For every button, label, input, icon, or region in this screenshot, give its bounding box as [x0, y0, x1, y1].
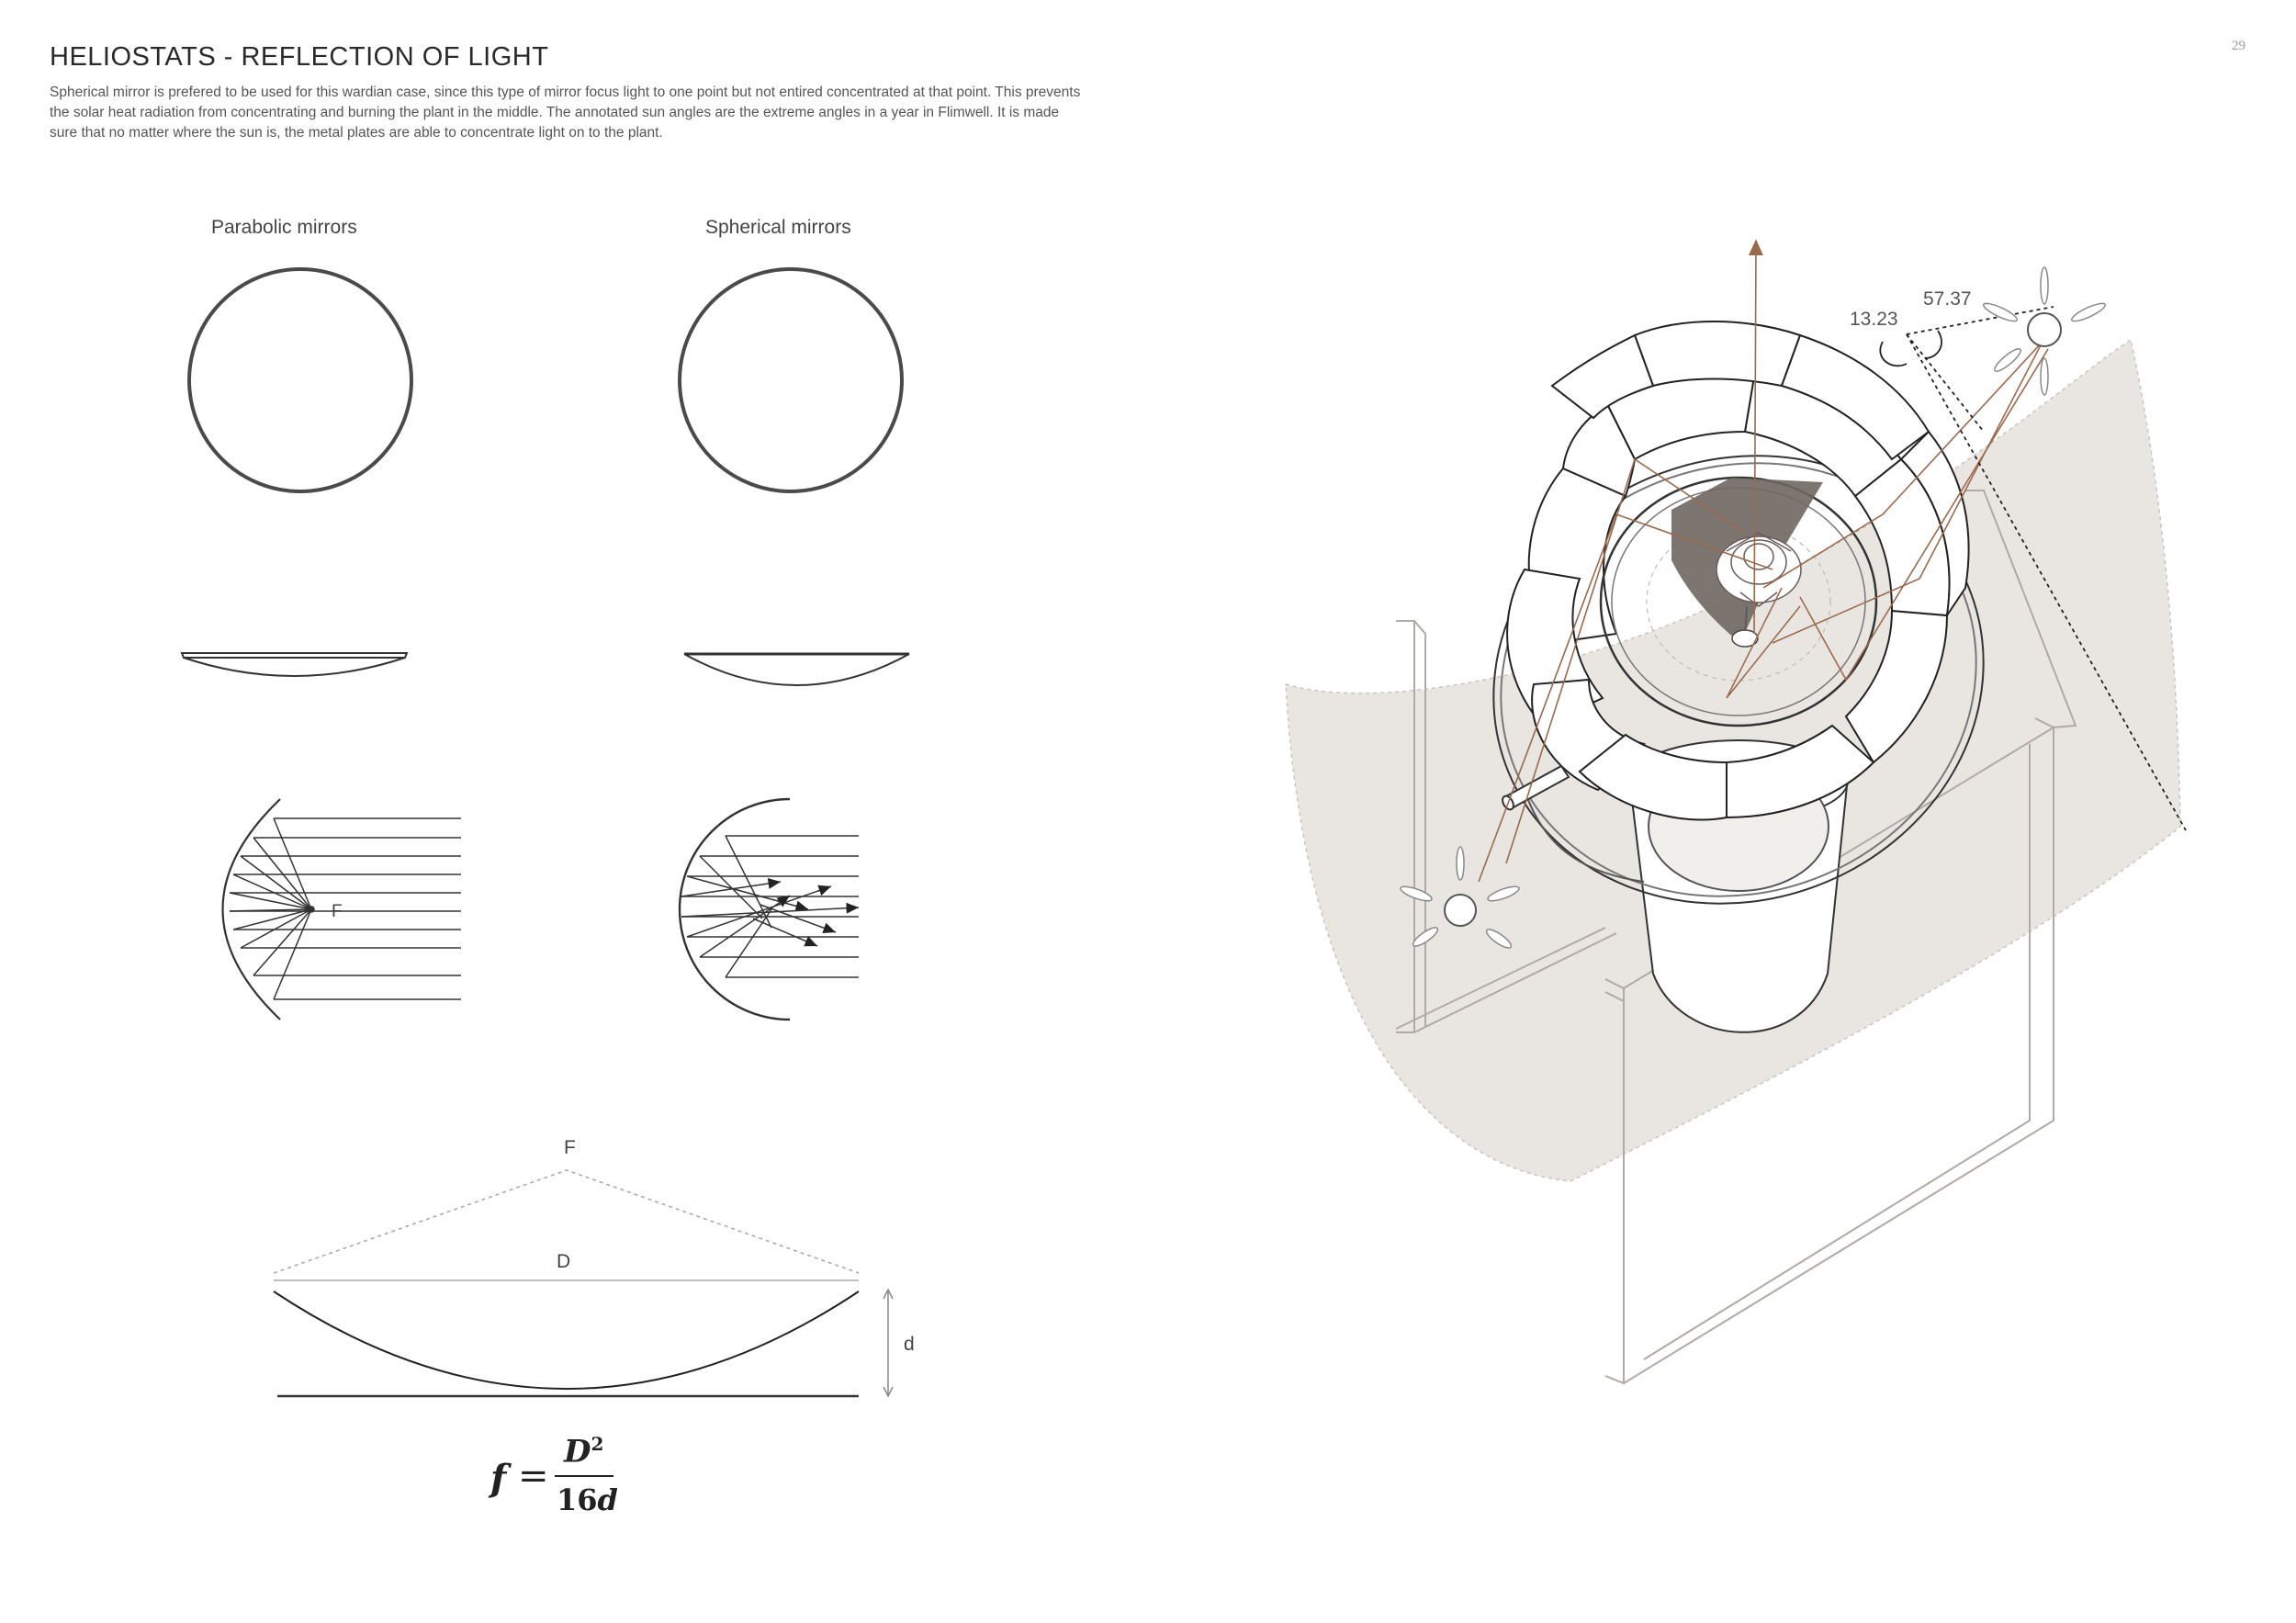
sun-angle-low-label: 13.23: [1850, 309, 1898, 330]
spherical-reflection-diagram: [678, 797, 860, 1021]
sun-angle-high-label: 57.37: [1923, 288, 1972, 310]
page-description: Spherical mirror is prefered to be used …: [50, 85, 1081, 141]
spherical-mirror-side-view: [683, 652, 910, 686]
focus-point-label: F: [564, 1137, 576, 1158]
formula-denominator: 16d: [557, 1482, 618, 1517]
formula-equals: =: [518, 1455, 549, 1497]
focal-geometry-diagram: [273, 1169, 894, 1398]
parabolic-mirror-side-view: [180, 652, 409, 677]
reflector-petals: [1506, 321, 1970, 821]
sun-angle-lines: [1879, 306, 2187, 831]
formula-fraction-bar: [555, 1475, 613, 1477]
parabolic-mirror-top-view: [187, 267, 413, 493]
formula-numerator: D2: [564, 1433, 604, 1471]
spherical-mirror-top-view: [678, 267, 904, 493]
light-rays: [1478, 239, 2054, 883]
sun-icon-upper: [1983, 266, 2106, 396]
page-number: 29: [2232, 39, 2245, 53]
succulent-plant: [1716, 532, 1802, 648]
sun-icon-lower: [1400, 846, 1520, 949]
hinge-pipe: [1502, 764, 1570, 811]
formula-f: f: [490, 1457, 507, 1500]
parabolic-reflection-diagram: [221, 798, 461, 1020]
diameter-label: D: [557, 1251, 571, 1272]
spherical-mirrors-label: Spherical mirrors: [705, 217, 851, 238]
parabolic-mirrors-label: Parabolic mirrors: [211, 217, 357, 238]
depth-label: d: [904, 1334, 915, 1355]
page-title: HELIOSTATS - REFLECTION OF LIGHT: [50, 42, 549, 72]
